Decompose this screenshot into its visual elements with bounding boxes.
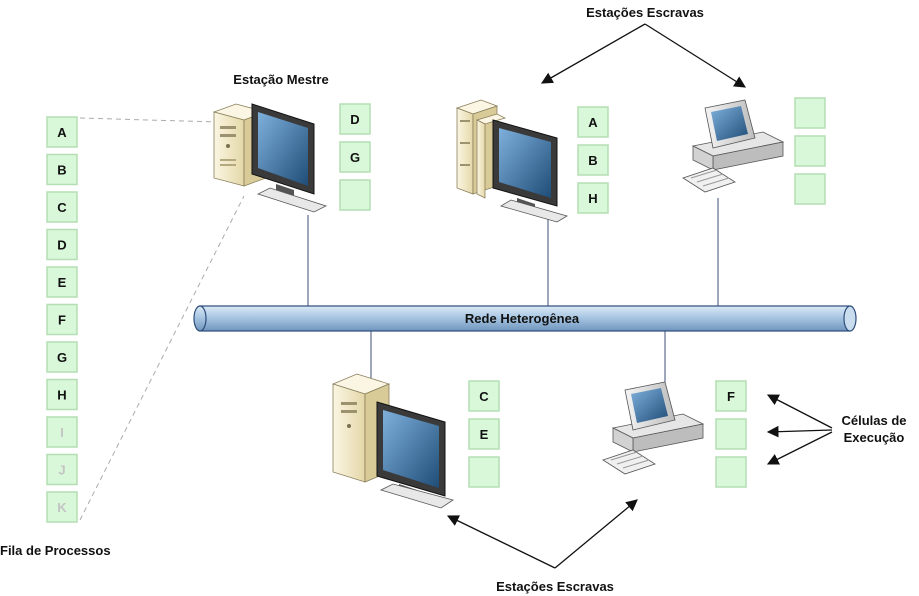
cells-label-line2: Execução: [844, 430, 905, 445]
cell-letter: H: [588, 191, 597, 206]
cell-letter: G: [57, 350, 67, 365]
cell-letter: K: [57, 500, 67, 515]
arrow-top-left: [540, 23, 646, 84]
queue-cell-e: E: [46, 266, 78, 298]
queue-cell-a: A: [46, 116, 78, 148]
slaves-top-label: Estações Escravas: [586, 5, 704, 20]
cell-letter: C: [57, 200, 67, 215]
cell-letter: E: [58, 275, 67, 290]
cells-label-line1: Células de: [841, 413, 906, 428]
slave-top-right-cell-2: [794, 135, 826, 167]
cell-letter: C: [479, 389, 489, 404]
master-station-icon: [213, 103, 327, 213]
slave-server-icon: [455, 99, 568, 223]
queue-cell-k: K: [46, 491, 78, 523]
master-cell-3: [339, 179, 371, 211]
arrow-top-right: [644, 23, 746, 88]
queue-cell-d: D: [46, 228, 78, 261]
master-cell-1: D: [339, 103, 371, 135]
network-bus: Rede Heterogênea: [193, 305, 857, 332]
slave-top-right-cell-3: [794, 173, 826, 205]
arrow-bottom-right: [554, 499, 638, 569]
cell-letter: A: [588, 115, 598, 130]
slave-top-left-cell-1: A: [577, 106, 609, 138]
cell-letter: J: [58, 463, 65, 478]
cell-letter: I: [60, 425, 64, 440]
slave-desktop-top-icon: [682, 99, 784, 193]
queue-cell-i: I: [46, 416, 78, 448]
slave-bottom-left-cell-1: C: [468, 380, 500, 412]
cell-letter: B: [588, 153, 597, 168]
slave-bottom-right-cell-2: [715, 418, 747, 450]
cell-letter: D: [57, 238, 66, 253]
master-label: Estação Mestre: [233, 72, 328, 87]
cell-letter: H: [57, 388, 66, 403]
cell-letter: B: [57, 163, 66, 178]
cell-letter: G: [350, 150, 360, 165]
arrow-cells-3: [766, 431, 833, 465]
slave-bottom-right-cell-3: [715, 456, 747, 488]
slave-bottom-left-cell-2: E: [468, 418, 500, 450]
cell-letter: F: [727, 389, 735, 404]
cell-letter: E: [480, 427, 489, 442]
slave-tower-bottom-icon: [331, 373, 454, 509]
queue-cell-b: B: [46, 153, 78, 186]
cell-letter: A: [57, 125, 67, 140]
slave-desktop-bottom-icon: [602, 381, 704, 475]
queue-cell-j: J: [46, 453, 78, 486]
queue-cell-c: C: [46, 191, 78, 223]
network-label: Rede Heterogênea: [465, 311, 580, 326]
queue-label: Fila de Processos: [0, 543, 111, 558]
slave-bottom-left-cell-3: [468, 456, 500, 488]
slave-top-left-cell-3: H: [577, 182, 609, 214]
slave-top-right-cell-1: [794, 97, 826, 129]
slave-top-left-cell-2: B: [577, 144, 609, 176]
slaves-bottom-label: Estações Escravas: [496, 579, 614, 594]
arrow-cells-2: [766, 425, 833, 438]
queue-cell-h: H: [46, 378, 78, 411]
execution-cells: D G A B H C E F: [339, 97, 826, 488]
slave-bottom-right-cell-1: F: [715, 380, 747, 412]
process-queue: A B C D E F G H I J K: [46, 116, 78, 523]
queue-cell-f: F: [46, 303, 78, 336]
arrow-bottom-left: [446, 515, 556, 569]
cell-letter: D: [350, 112, 359, 127]
arrow-cells-1: [766, 394, 833, 429]
queue-link-top: [79, 117, 219, 123]
cell-letter: F: [58, 313, 66, 328]
queue-link-bottom: [79, 195, 245, 521]
master-cell-2: G: [339, 141, 371, 173]
queue-cell-g: G: [46, 341, 78, 373]
